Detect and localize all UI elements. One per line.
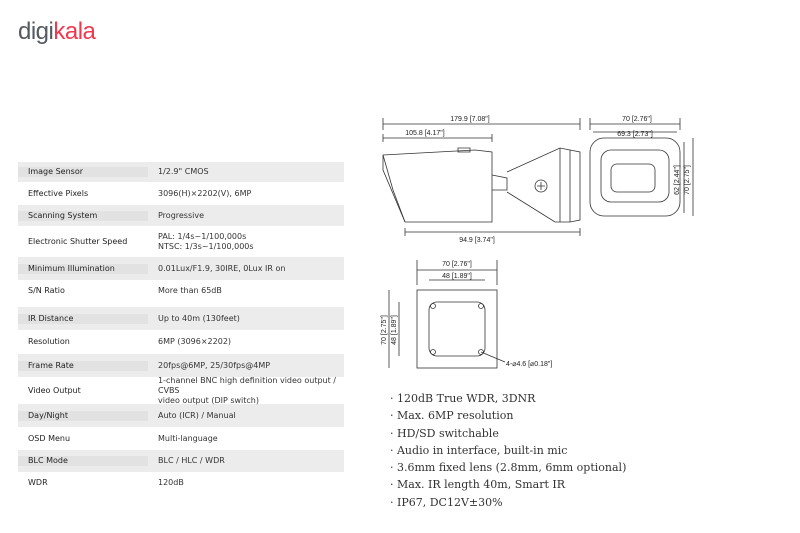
spec-value: 20fps@6MP, 25/30fps@4MP: [148, 361, 344, 371]
spec-row: Frame Rate 20fps@6MP, 25/30fps@4MP: [18, 354, 344, 377]
spec-label: Day/Night: [18, 410, 148, 421]
logo-part-1: digi: [18, 18, 54, 45]
camera-side-body: [382, 149, 493, 223]
dim-front-height-inner: 62 [2.44"]: [674, 165, 681, 195]
spec-value: BLC / HLC / WDR: [148, 456, 344, 466]
spec-value: 1/2.9" CMOS: [148, 167, 344, 177]
spec-row: Electronic Shutter Speed PAL: 1/4s~1/100,…: [18, 226, 344, 257]
spec-value-line: 20fps@6MP, 25/30fps@4MP: [158, 360, 271, 370]
dim-total-length: 179.9 [7.08"]: [450, 116, 490, 123]
feature-item: · HD/SD switchable: [390, 426, 499, 440]
spec-label: Effective Pixels: [28, 188, 89, 198]
spec-value-line: 0.01Lux/F1.9, 30IRE, 0Lux IR on: [158, 263, 286, 273]
dim-base-hole-vspacing: 48 [1.89"]: [391, 315, 398, 345]
spec-row: Day/Night Auto (ICR) / Manual: [18, 404, 344, 427]
spec-row: S/N Ratio More than 65dB: [18, 280, 344, 301]
brand-logo[interactable]: digikala: [18, 18, 96, 46]
dim-housing-length: 105.8 [4.17"]: [405, 130, 445, 137]
spec-value: Multi-language: [148, 434, 344, 444]
spec-row: Image Sensor 1/2.9" CMOS: [18, 162, 344, 182]
spec-value: 120dB: [148, 478, 344, 488]
spec-row: IR Distance Up to 40m (130feet): [18, 307, 344, 330]
spec-value-line: NTSC: 1/3s~1/100,000s: [158, 241, 254, 251]
front-view-body: [589, 137, 681, 217]
spec-value-line: Progressive: [158, 210, 205, 220]
feature-list: · 120dB True WDR, 3DNR · Max. 6MP resolut…: [390, 390, 626, 511]
spec-label: IR Distance: [18, 313, 148, 324]
dim-front-inner-width: 69.3 [2.73"]: [617, 131, 653, 138]
dim-base-width: 70 [2.76"]: [442, 261, 472, 268]
bracket-outline: [506, 147, 581, 223]
spec-label: WDR: [28, 478, 48, 487]
spec-value-line: BLC / HLC / WDR: [158, 456, 225, 465]
spec-value: Up to 40m (130feet): [148, 314, 344, 324]
spec-value-line: 1-channel BNC high definition video outp…: [158, 375, 336, 395]
spec-label: S/N Ratio: [28, 285, 65, 295]
dim-mount-holes: 4-⌀4.6 [⌀0.18"]: [506, 361, 552, 368]
spec-value-line: video output (DIP switch): [158, 395, 259, 405]
feature-item: · Max. IR length 40m, Smart IR: [390, 478, 566, 492]
mount-hole-icon: [430, 303, 436, 309]
dimension-drawing: 179.9 [7.08"] 105.8 [4.17"] 94.9 [3.74"]…: [381, 116, 694, 369]
spec-row: Minimum Illumination 0.01Lux/F1.9, 30IRE,…: [18, 257, 344, 280]
spec-label: Video Output: [28, 385, 81, 395]
feature-item: · 120dB True WDR, 3DNR: [390, 392, 536, 405]
spec-value-line: 120dB: [158, 478, 184, 487]
feature-item: · 3.6mm fixed lens (2.8mm, 6mm optional): [390, 461, 627, 475]
spec-value-line: Multi-language: [158, 433, 218, 443]
spec-row: Scanning System Progressive: [18, 205, 344, 226]
spec-value-line: 6MP (3096×2202): [158, 337, 232, 346]
dim-base-height: 70 [2.75"]: [381, 315, 388, 345]
spec-value: 0.01Lux/F1.9, 30IRE, 0Lux IR on: [148, 264, 344, 274]
spec-value-line: 3096(H)×2202(V), 6MP: [158, 188, 252, 198]
dim-front-width: 70 [2.76"]: [622, 116, 652, 123]
spec-value-line: PAL: 1/4s~1/100,000s: [158, 231, 247, 241]
mount-knob-icon: [534, 179, 548, 193]
spec-row: BLC Mode BLC / HLC / WDR: [18, 450, 344, 472]
spec-row: OSD Menu Multi-language: [18, 427, 344, 450]
base-plate-inner: [428, 301, 486, 357]
dim-bracket-length: 94.9 [3.74"]: [459, 237, 495, 244]
spec-value: 1-channel BNC high definition video outp…: [148, 376, 344, 406]
spec-table: Image Sensor 1/2.9" CMOS Effective Pixels 3…: [18, 162, 344, 494]
camera-neck: [491, 174, 508, 191]
spec-label: Minimum Illumination: [18, 263, 148, 274]
mount-hole-icon: [478, 303, 484, 309]
spec-row: Effective Pixels 3096(H)×2202(V), 6MP: [18, 182, 344, 205]
spec-value: Progressive: [148, 211, 344, 221]
spec-row: Resolution 6MP (3096×2202): [18, 330, 344, 354]
spec-value-line: Auto (ICR) / Manual: [158, 410, 236, 420]
spec-label: Frame Rate: [18, 360, 148, 371]
spec-value: More than 65dB: [148, 286, 344, 296]
spec-value: 6MP (3096×2202): [148, 337, 344, 347]
spec-row: WDR 120dB: [18, 472, 344, 494]
mount-hole-icon: [430, 349, 436, 355]
spec-label: BLC Mode: [18, 456, 148, 466]
dim-base-hole-spacing: 48 [1.89"]: [442, 273, 472, 280]
feature-item: · IP67, DC12V±30%: [390, 495, 503, 509]
spec-value-line: Up to 40m (130feet): [158, 313, 240, 323]
spec-row: Video Output 1-channel BNC high definitio…: [18, 376, 344, 406]
spec-label: Resolution: [28, 337, 70, 346]
spec-value: 3096(H)×2202(V), 6MP: [148, 189, 344, 199]
spec-label: Electronic Shutter Speed: [28, 236, 128, 246]
spec-label: Scanning System: [18, 210, 148, 221]
feature-item: · Audio in interface, built-in mic: [390, 443, 568, 457]
spec-label: Image Sensor: [18, 167, 148, 177]
camera-sunshield-line: [382, 154, 406, 223]
logo-part-2: kala: [53, 18, 96, 45]
mount-hole-icon: [478, 349, 484, 355]
spec-value: Auto (ICR) / Manual: [148, 411, 344, 421]
spec-label: OSD Menu: [28, 433, 71, 443]
spec-value-line: 1/2.9" CMOS: [158, 167, 209, 176]
dim-front-height: 70 [2.75"]: [684, 165, 691, 195]
base-plate-outer: [416, 289, 498, 369]
spec-value-line: More than 65dB: [158, 285, 222, 295]
feature-item: · Max. 6MP resolution: [390, 409, 514, 423]
